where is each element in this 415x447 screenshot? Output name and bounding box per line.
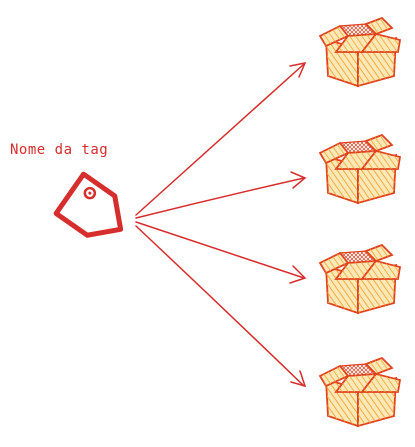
arrow-to-box-1 (135, 61, 307, 216)
tag-icon (53, 171, 124, 238)
box-icon-1 (319, 17, 401, 87)
tag-name-label: Nome da tag (10, 142, 109, 158)
arrow-to-box-4 (135, 225, 307, 388)
box-icon-2 (319, 134, 401, 204)
arrow-to-box-3 (135, 221, 307, 284)
box-icon-3 (319, 244, 401, 314)
arrows (135, 61, 307, 388)
arrow-to-box-2 (135, 171, 307, 219)
box-icon-4 (319, 357, 401, 427)
